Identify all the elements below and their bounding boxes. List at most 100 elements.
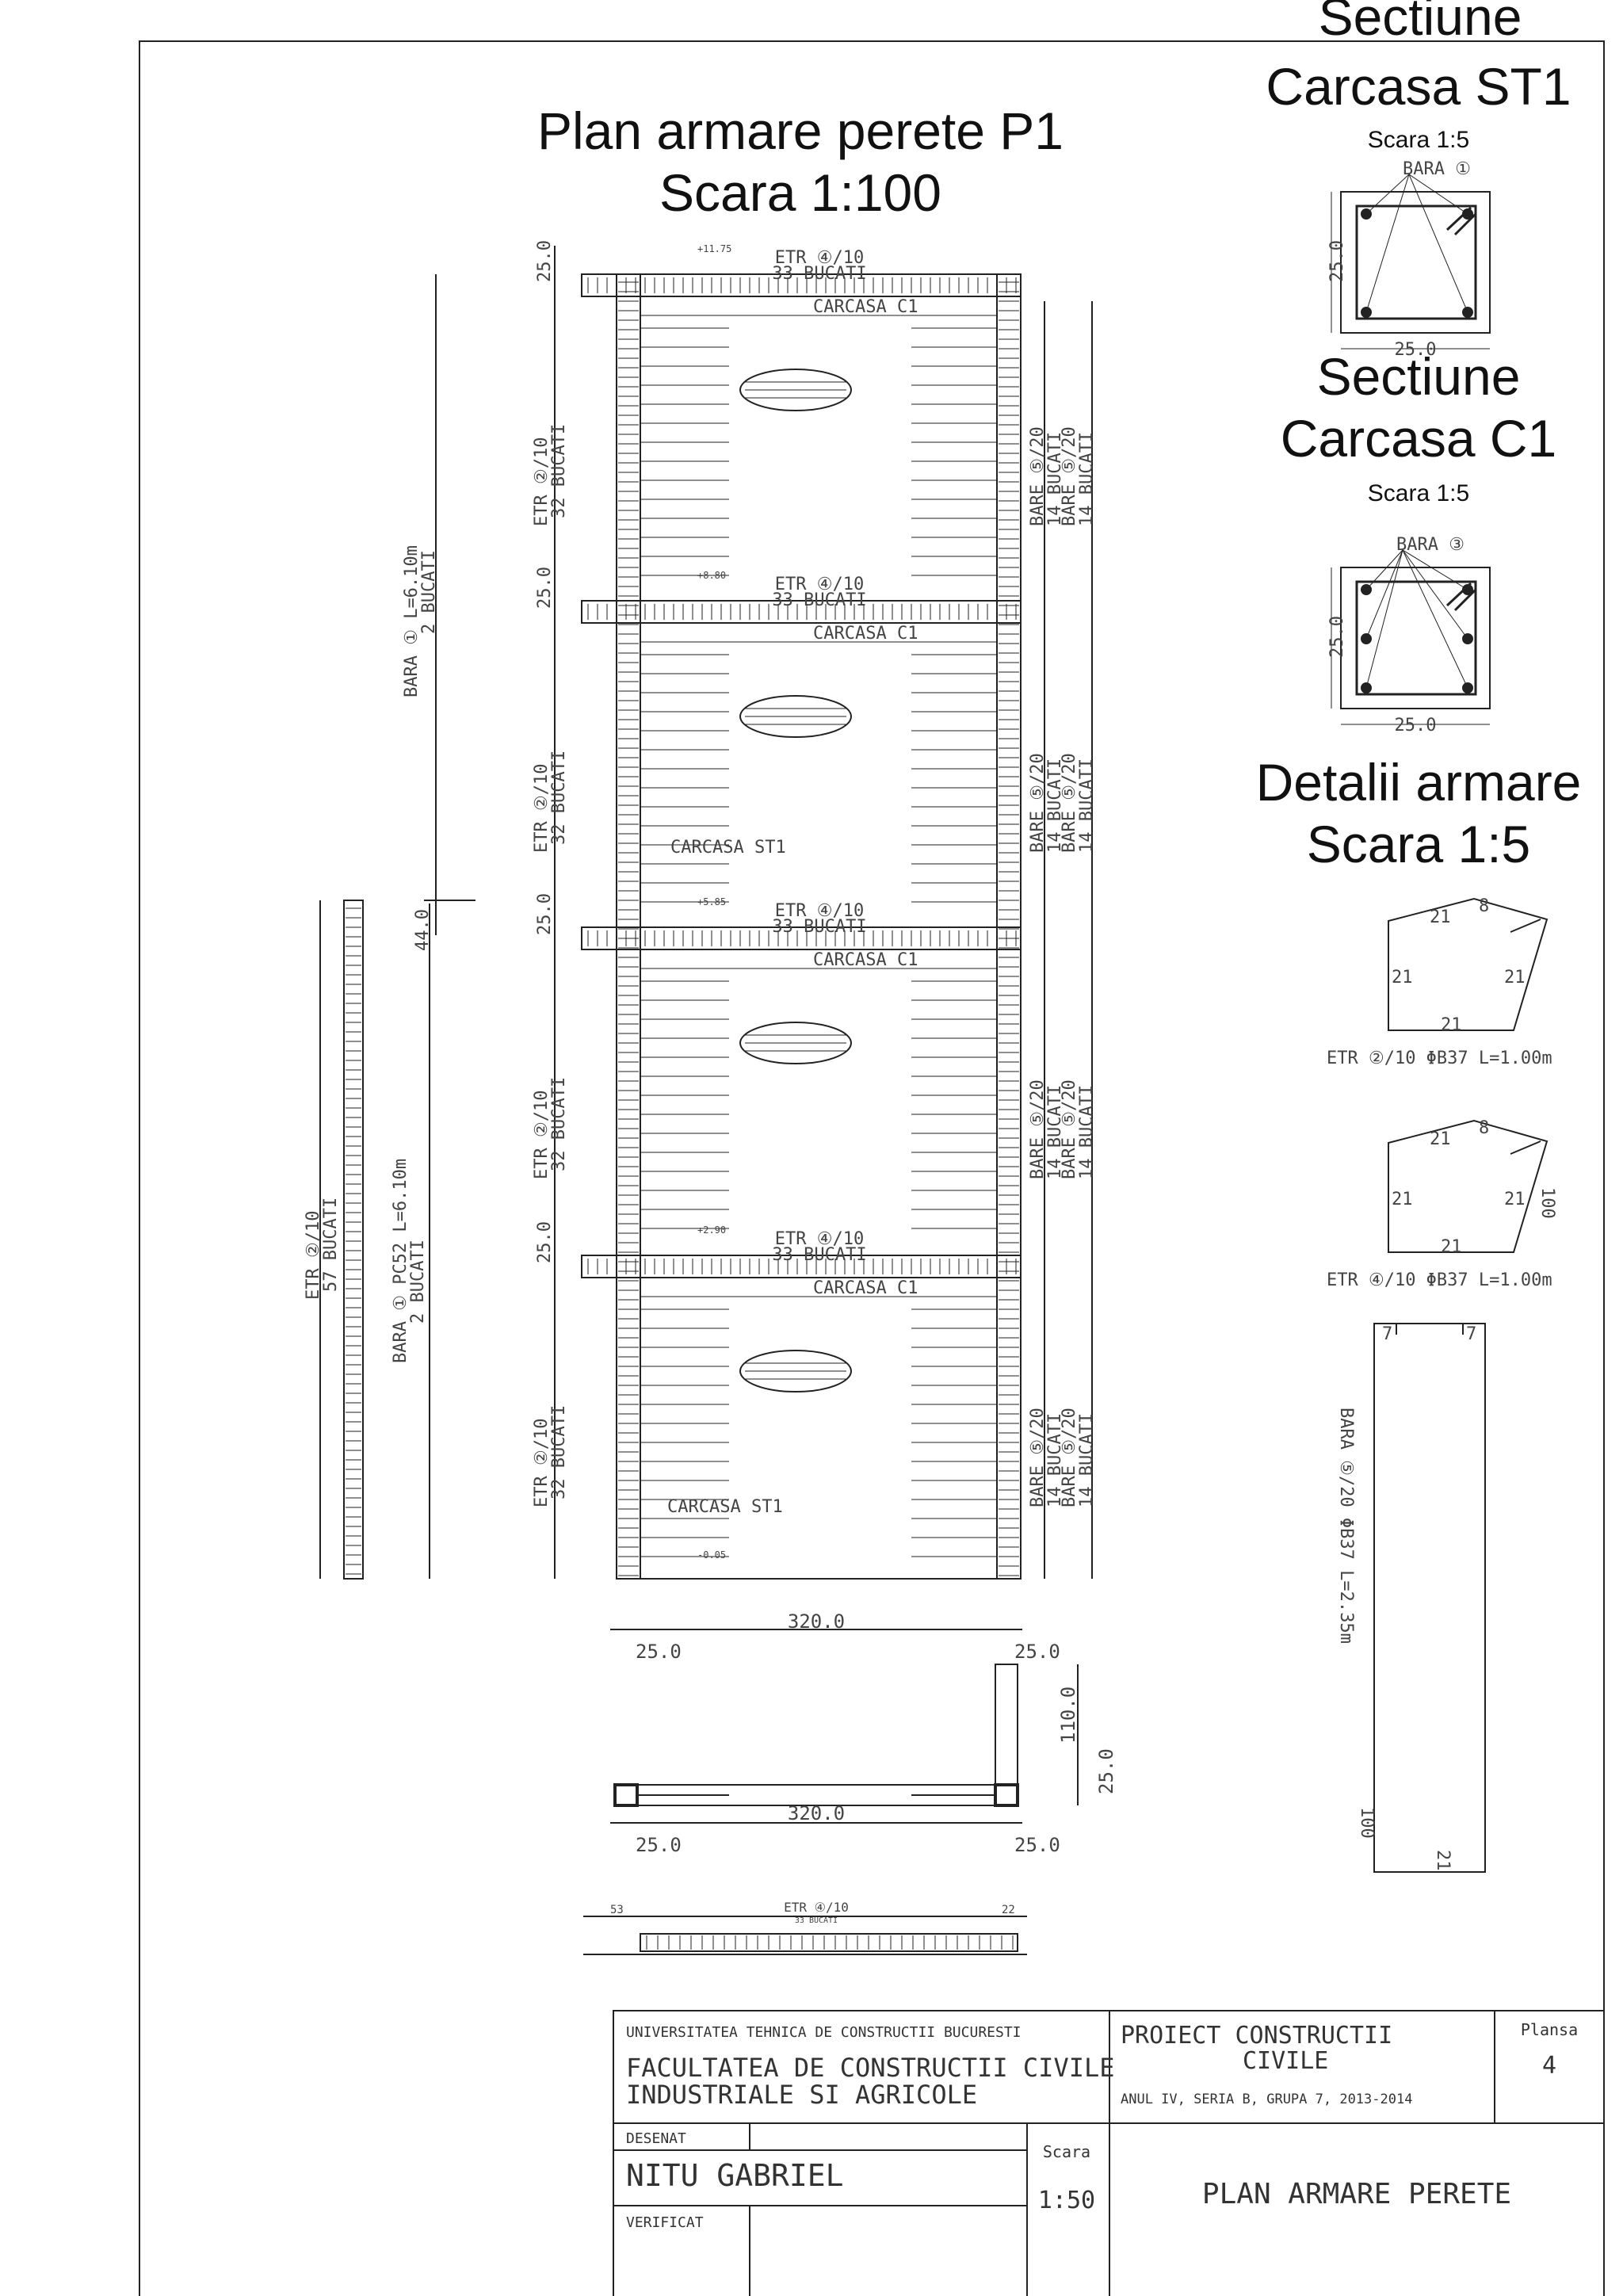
st1-leader-3 (1365, 174, 1410, 313)
etr2-57-label: ETR ②/10 (304, 1211, 323, 1300)
tb-faculty-line1: FACULTATEA DE CONSTRUCTII CIVILE (626, 2053, 1115, 2083)
wall-panel (640, 949, 998, 1256)
section-dim-110: 110.0 (1057, 1687, 1079, 1744)
beam-dim-25: 25.0 (535, 240, 555, 282)
wall-panel (640, 1277, 998, 1580)
c1-dim-bottom-label: 25.0 (1395, 716, 1437, 735)
c1-leader-3 (1365, 549, 1403, 640)
wall-panel (640, 296, 998, 602)
section-dim-25-br: 25.0 (1014, 1834, 1060, 1856)
section-left-node (613, 1783, 639, 1807)
plan-title-line1: Plan armare perete P1 (537, 101, 1064, 160)
strip-box (640, 1933, 1018, 1952)
wall-panel (640, 622, 998, 928)
etr2-dim-right: 21 (1504, 968, 1526, 988)
c1-stirrup (1355, 580, 1477, 696)
carcasa-c1-label: CARCASA C1 (813, 1278, 918, 1298)
tb-series: ANUL IV, SERIA B, GRUPA 7, 2013-2014 (1121, 2092, 1412, 2107)
tb-drawn-by: NITU GABRIEL (626, 2158, 844, 2193)
st1-hook-b (1453, 212, 1477, 236)
section-dim-25-side: 25.0 (1095, 1748, 1117, 1794)
panel-bare5-count: 14 BUCATI (1045, 432, 1065, 526)
st1-partial-title: Sectiune (1319, 0, 1522, 46)
etr4-dim-100: 100 (1537, 1187, 1557, 1219)
level-mark: +5.85 (697, 896, 726, 907)
c1-dim-left-label: 25.0 (1327, 616, 1347, 658)
panel-bare5-count: 14 BUCATI (1045, 758, 1065, 853)
brick-opening (739, 369, 852, 411)
level-mark: +2.90 (697, 1224, 726, 1236)
panel-etr2-count: 32 BUCATI (549, 1077, 569, 1171)
panel-bare5-label-b: BARE ⑤/20 (1060, 1079, 1079, 1179)
bara1-pc52-label: BARA ① PC52 L=6.10m (391, 1159, 411, 1363)
level-mark: +11.75 (697, 243, 731, 254)
plan-title: Plan armare perete P1 Scara 1:100 (444, 100, 1157, 223)
details-labels: 21 8 21 21 21 ETR ②/10 ΦB37 L=1.00m 21 8… (1327, 896, 1557, 1871)
panel-bare5-count-b: 14 BUCATI (1077, 758, 1097, 853)
details-title: Detalii armare Scara 1:5 (1236, 751, 1601, 875)
bara1-count: 2 BUCATI (419, 550, 439, 634)
plan-title-scale: Scara 1:100 (659, 163, 941, 222)
tb-scara-label: Scara (1043, 2142, 1090, 2161)
etr4-dim-hook: 8 (1479, 1118, 1489, 1138)
panel-bare5-count: 14 BUCATI (1045, 1413, 1065, 1507)
section-dim-25-bl: 25.0 (636, 1834, 682, 1856)
bara5-dim-left: 7 (1382, 1324, 1392, 1344)
section-dim-320-top: 320.0 (788, 1610, 845, 1633)
etr4-dim-left: 21 (1392, 1190, 1413, 1209)
panel-bare5-label: BARE ⑤/20 (1028, 426, 1048, 526)
c1-hook-a (1445, 582, 1472, 607)
c1-title: Sectiune Carcasa C1 (1236, 346, 1601, 469)
panel-bare5-label: BARE ⑤/20 (1028, 1408, 1048, 1507)
panel-etr2-count: 32 BUCATI (549, 424, 569, 518)
bara5-dim-21: 21 (1433, 1850, 1453, 1871)
section-drawing (583, 1629, 1079, 1955)
st1-bar-label: BARA ① (1403, 159, 1471, 179)
panel-bare5-count: 14 BUCATI (1045, 1085, 1065, 1179)
section-right-node (994, 1783, 1019, 1807)
details-title-line2: Scara 1:5 (1306, 815, 1531, 873)
section-dim-25-tl: 25.0 (636, 1641, 682, 1663)
c1-leader-2 (1402, 549, 1468, 590)
st1-title-line: Carcasa ST1 (1266, 57, 1571, 116)
tb-project-line1: PROIECT CONSTRUCTII (1121, 2022, 1392, 2050)
c1-bar-label: BARA ③ (1396, 535, 1465, 555)
etr4-shape (1388, 1119, 1549, 1253)
etr2-dim-top: 21 (1430, 907, 1451, 927)
etr2-dim-left: 21 (1392, 968, 1413, 988)
brick-opening (739, 1350, 852, 1392)
brick-opening (739, 1022, 852, 1064)
beam-etr4-label: ETR ④/10 (775, 1229, 864, 1249)
st1-section (1331, 174, 1491, 350)
c1-title-line2: Carcasa C1 (1280, 409, 1557, 468)
beam-etr4-count: 33 BUCATI (772, 1245, 866, 1265)
level-mark-bottom: -0.05 (697, 1549, 726, 1561)
dim-44-label: 44.0 (413, 909, 433, 951)
panel-etr2-label: ETR ②/10 (532, 1419, 552, 1507)
panel-bare5-label-b: BARE ⑤/20 (1060, 426, 1079, 526)
tb-university: UNIVERSITATEA TEHNICA DE CONSTRUCTII BUC… (626, 2024, 1022, 2041)
st1-title: Carcasa ST1 (1236, 55, 1601, 117)
beams (581, 273, 1022, 1278)
tb-desenat-label: DESENAT (626, 2130, 686, 2147)
st1-stirrup (1355, 204, 1477, 320)
tb-faculty-line2: INDUSTRIALE SI AGRICOLE (626, 2080, 977, 2110)
panel-etr2-count: 32 BUCATI (549, 1405, 569, 1499)
panels (640, 296, 998, 1580)
etr4-caption: ETR ④/10 ΦB37 L=1.00m (1327, 1270, 1552, 1290)
panel-bare5-label: BARE ⑤/20 (1028, 753, 1048, 853)
carcasa-c1-label: CARCASA C1 (813, 297, 918, 317)
panel-bare5-count-b: 14 BUCATI (1077, 1085, 1097, 1179)
bara1-label: BARA ① L=6.10m (402, 545, 422, 697)
carcasa-c1-label: CARCASA C1 (813, 624, 918, 644)
bara1-pc52-count: 2 BUCATI (408, 1240, 428, 1324)
etr4-dim-right: 21 (1504, 1190, 1526, 1209)
st1-hook-a (1445, 206, 1472, 231)
st1-dim-bottom-label: 25.0 (1395, 340, 1437, 360)
beam-etr4-label: ETR ④/10 (775, 575, 864, 594)
etr2-dim-hook: 8 (1479, 896, 1489, 916)
bara5-dim-right: 7 (1466, 1324, 1476, 1344)
level-mark: +8.80 (697, 570, 726, 581)
tb-drawing-title: PLAN ARMARE PERETE (1202, 2178, 1511, 2210)
